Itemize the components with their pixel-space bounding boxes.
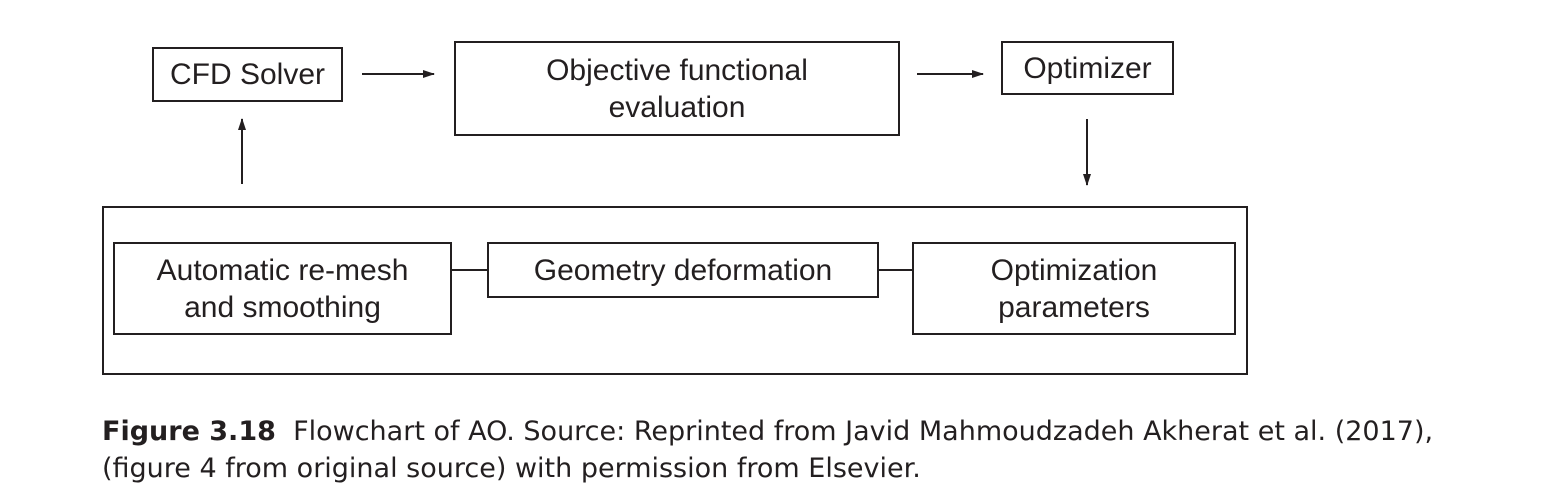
- optimization-parameters-label: Optimization parameters: [990, 253, 1158, 324]
- design-loop-group: [102, 206, 1248, 375]
- optimizer-label: Optimizer: [1023, 51, 1152, 85]
- optimization-parameters-node: Optimization parameters: [912, 242, 1236, 335]
- remesh-smoothing-label: Automatic re-mesh and smoothing: [156, 253, 409, 324]
- geometry-deformation-node: Geometry deformation: [487, 242, 879, 298]
- figure-label: Figure 3.18: [102, 416, 276, 447]
- remesh-smoothing-node: Automatic re-mesh and smoothing: [113, 242, 452, 335]
- caption-text: Flowchart of AO. Source: Reprinted from …: [102, 416, 1434, 484]
- objective-evaluation-label: Objective functional evaluation: [546, 53, 808, 124]
- cfd-solver-node: CFD Solver: [152, 47, 343, 102]
- cfd-solver-label: CFD Solver: [169, 58, 326, 91]
- figure-caption: Figure 3.18 Flowchart of AO. Source: Rep…: [102, 413, 1522, 487]
- optimizer-node: Optimizer: [1001, 41, 1174, 95]
- geometry-deformation-label: Geometry deformation: [533, 253, 833, 287]
- objective-evaluation-node: Objective functional evaluation: [454, 41, 900, 136]
